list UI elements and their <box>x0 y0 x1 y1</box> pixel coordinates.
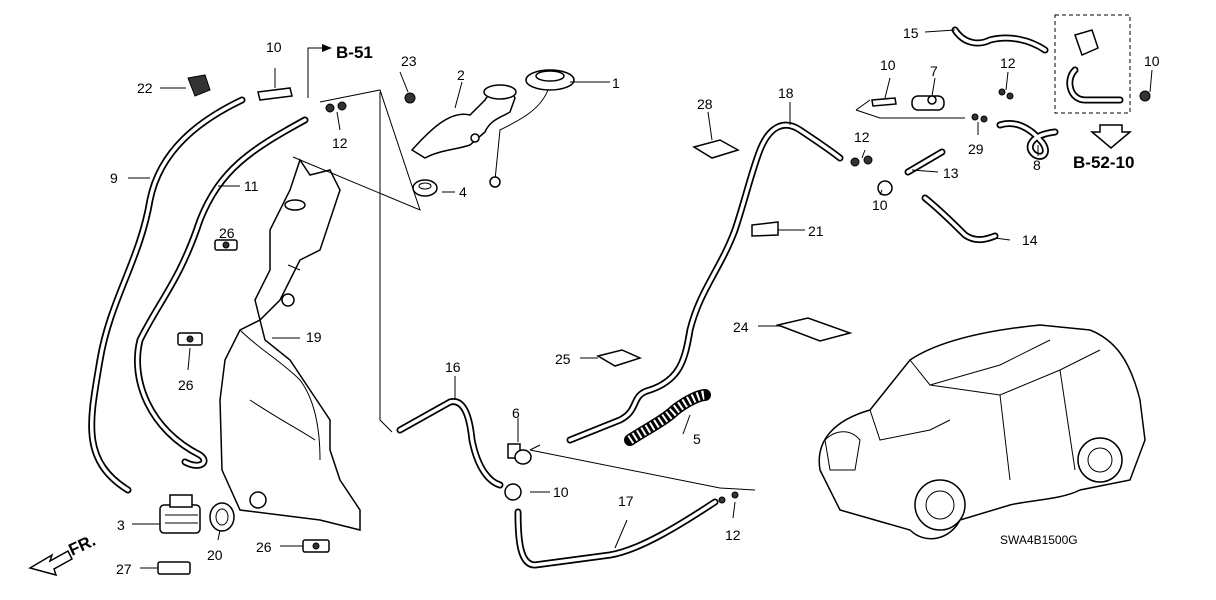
hose-17[interactable] <box>514 498 719 569</box>
level-sensor-27[interactable] <box>157 561 191 575</box>
callout-10-right: 10 <box>880 57 896 73</box>
callout-26-mid: 26 <box>178 377 194 393</box>
hose-11[interactable] <box>134 116 309 469</box>
hose-9[interactable] <box>88 96 246 494</box>
callout-20: 20 <box>207 547 223 563</box>
callout-21: 21 <box>808 223 824 239</box>
callout-19: 19 <box>306 329 322 345</box>
callout-18: 18 <box>778 85 794 101</box>
callout-12-top: 12 <box>332 135 348 151</box>
callout-15: 15 <box>903 25 919 41</box>
joint-12-mid[interactable] <box>850 155 873 167</box>
grommet-23[interactable] <box>404 92 416 104</box>
drawing-code: SWA4B1500G <box>1000 533 1078 547</box>
clip-26-top[interactable] <box>214 239 238 251</box>
clamp-21[interactable] <box>751 221 779 237</box>
joint-10-far-right[interactable] <box>1139 90 1151 102</box>
pad-28[interactable] <box>692 139 740 159</box>
callout-5: 5 <box>693 431 701 447</box>
callout-14: 14 <box>1022 232 1038 248</box>
tee-10-bottom[interactable] <box>504 483 522 501</box>
callout-10-bottom: 10 <box>553 484 569 500</box>
callout-25: 25 <box>555 351 571 367</box>
washer-cap-1[interactable] <box>489 69 575 188</box>
callout-4: 4 <box>459 184 467 200</box>
callout-23: 23 <box>401 53 417 69</box>
joint-12-right[interactable] <box>998 88 1014 100</box>
hose-16[interactable] <box>396 398 504 489</box>
hose-15[interactable] <box>951 26 1049 54</box>
callout-3: 3 <box>117 517 125 533</box>
callout-10-top: 10 <box>266 39 282 55</box>
hose-8[interactable] <box>996 120 1059 160</box>
pump-3[interactable] <box>159 494 201 534</box>
callout-27: 27 <box>116 561 132 577</box>
callout-6: 6 <box>512 405 520 421</box>
leader-lines <box>128 29 1153 569</box>
callout-10-far-right: 10 <box>1144 53 1160 69</box>
callout-12-mid: 12 <box>854 129 870 145</box>
callout-26-top: 26 <box>219 225 235 241</box>
callout-16: 16 <box>445 359 461 375</box>
hose-18[interactable] <box>566 121 844 444</box>
callout-9: 9 <box>110 170 118 186</box>
clip-26-mid[interactable] <box>177 332 203 346</box>
nozzle-hose[interactable] <box>1066 66 1124 104</box>
tee-10-mid[interactable] <box>877 180 893 196</box>
hose-14[interactable] <box>921 194 999 244</box>
joint-10-top[interactable] <box>257 87 293 101</box>
arrow-b5210 <box>1089 124 1133 149</box>
clip-22[interactable] <box>187 74 211 97</box>
joint-29[interactable] <box>971 113 988 123</box>
nozzle-box <box>1054 14 1131 114</box>
ref-b5210: B-52-10 <box>1073 153 1134 172</box>
seal-4[interactable] <box>412 179 438 197</box>
callout-7: 7 <box>930 63 938 79</box>
bolt-6[interactable] <box>507 443 532 465</box>
callout-8: 8 <box>1033 157 1041 173</box>
hose-13[interactable] <box>904 148 946 176</box>
car-illustration <box>818 324 1146 540</box>
corrugated-hose-5[interactable] <box>624 389 711 446</box>
arrow-b51 <box>307 44 332 98</box>
front-arrow <box>28 549 73 577</box>
pad-24[interactable] <box>775 317 853 342</box>
grommet-20[interactable] <box>209 502 235 532</box>
callout-12-right: 12 <box>1000 55 1016 71</box>
filler-neck-2[interactable] <box>410 84 517 159</box>
joint-10-right[interactable] <box>871 97 897 107</box>
callout-10-mid: 10 <box>872 197 888 213</box>
ref-b51: B-51 <box>336 43 373 62</box>
callout-17: 17 <box>618 493 634 509</box>
callout-12-bottom: 12 <box>725 527 741 543</box>
callout-28: 28 <box>697 96 713 112</box>
callout-13: 13 <box>943 165 959 181</box>
washer-tank[interactable] <box>219 158 361 531</box>
check-valve-7[interactable] <box>911 95 945 111</box>
callout-29: 29 <box>968 141 984 157</box>
joint-12-bottom[interactable] <box>718 491 739 504</box>
callout-2: 2 <box>457 67 465 83</box>
callout-1: 1 <box>612 75 620 91</box>
joint-12-top[interactable] <box>325 101 347 113</box>
callout-11: 11 <box>244 178 259 194</box>
clip-26-bottom[interactable] <box>302 539 330 553</box>
pad-25[interactable] <box>596 349 643 367</box>
callout-26-bottom: 26 <box>256 539 272 555</box>
callout-22: 22 <box>137 80 153 96</box>
callout-24: 24 <box>733 319 749 335</box>
